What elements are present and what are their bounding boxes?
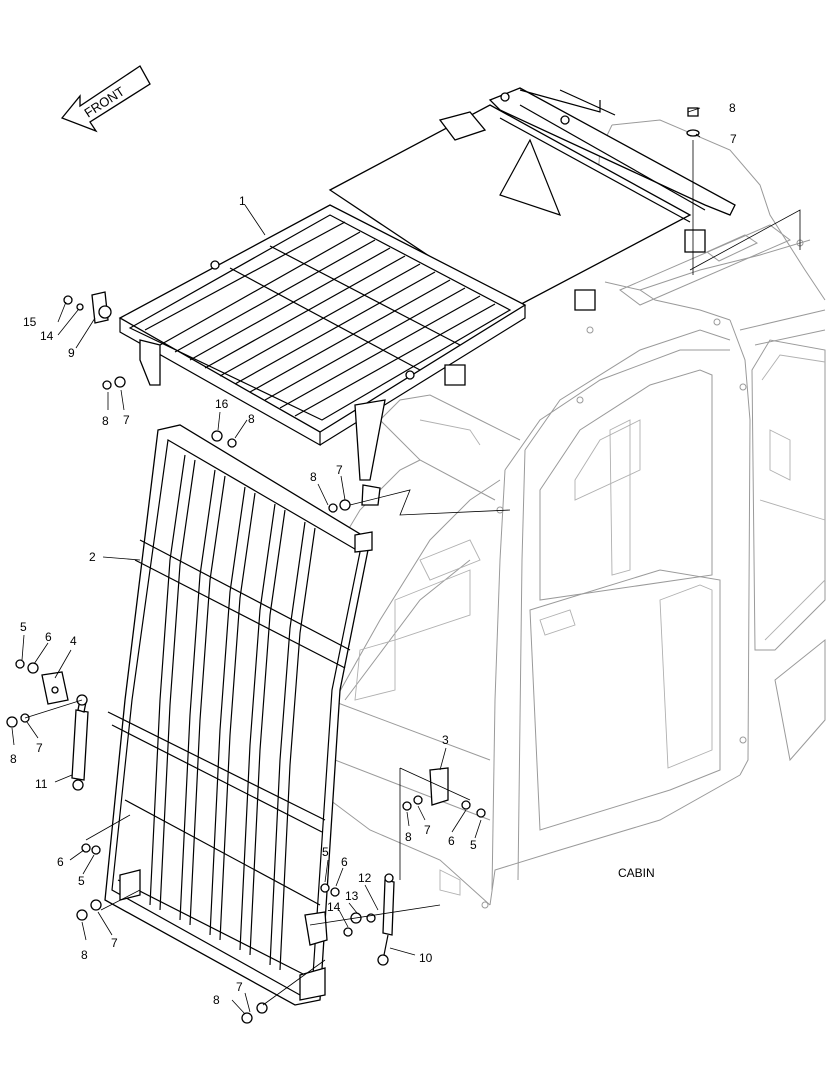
cabin-outline	[329, 119, 826, 909]
callout-9: 9	[68, 346, 75, 360]
right-gas-spring	[377, 873, 395, 966]
left-gas-spring	[71, 694, 89, 791]
cabin-label: CABIN	[618, 866, 655, 880]
callout-7-left-spring: 7	[36, 741, 43, 755]
callout-16: 16	[215, 397, 229, 411]
callout-7-roof-bracket: 7	[336, 463, 343, 477]
callout-10: 10	[419, 951, 433, 965]
callout-7-left-bottom: 7	[111, 936, 118, 950]
callout-14-right: 14	[327, 900, 341, 914]
callout-5-right-bottom: 5	[322, 845, 329, 859]
callout-6-right: 6	[448, 834, 455, 848]
top-guard-frame	[118, 87, 736, 506]
front-guard-frame	[104, 424, 373, 1006]
callout-7-right: 7	[424, 823, 431, 837]
callout-6-left-bottom: 6	[57, 855, 64, 869]
callout-15: 15	[23, 315, 37, 329]
front-arrow-icon: FRONT	[60, 65, 151, 133]
callout-13: 13	[345, 889, 359, 903]
callout-12: 12	[358, 871, 372, 885]
callout-4: 4	[70, 634, 77, 648]
leader-lines	[11, 107, 801, 1015]
callout-8-right: 8	[405, 830, 412, 844]
callout-8-top-right: 8	[729, 101, 736, 115]
callout-1: 1	[239, 194, 246, 208]
callout-8-roof-bracket: 8	[310, 470, 317, 484]
callout-6-right-bottom: 6	[341, 855, 348, 869]
callout-7-top-right: 7	[730, 132, 737, 146]
callout-8-left-spring: 8	[10, 752, 17, 766]
callout-6-left-top: 6	[45, 630, 52, 644]
callout-8-roof-left: 8	[102, 414, 109, 428]
callout-8-bottom: 8	[213, 993, 220, 1007]
callout-5-left-top: 5	[20, 620, 27, 634]
right-bracket	[91, 291, 449, 946]
callout-8-left-bottom: 8	[81, 948, 88, 962]
callout-3: 3	[442, 733, 449, 747]
callout-5-right: 5	[470, 838, 477, 852]
left-bracket	[41, 671, 69, 705]
callout-labels: 1 2 3 4 5 5 5 5 6 6 6 6 7 7 7 7 7 7 7 8 …	[10, 101, 737, 1007]
callout-7-bottom: 7	[236, 980, 243, 994]
callout-11: 11	[35, 777, 48, 791]
callout-2: 2	[89, 550, 96, 564]
callout-14-roof: 14	[40, 329, 54, 343]
callout-5-left-bottom: 5	[78, 874, 85, 888]
callout-8-roof-center: 8	[248, 412, 255, 426]
callout-7-roof-left: 7	[123, 413, 130, 427]
